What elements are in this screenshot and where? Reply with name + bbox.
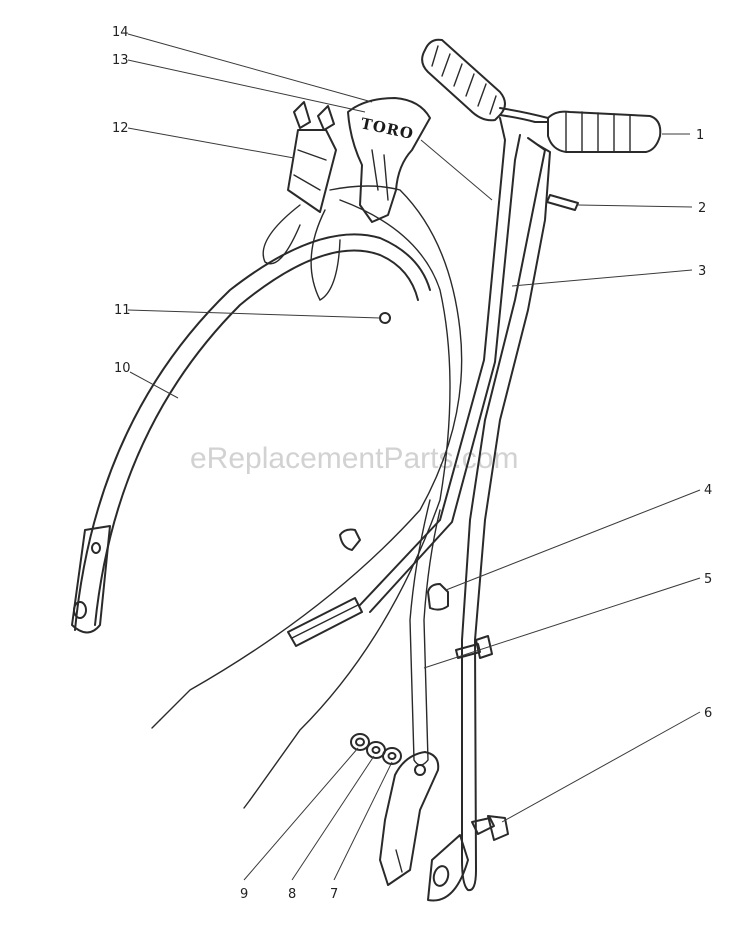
callout-7: 7 [330,887,338,902]
watermark-text: eReplacementParts.com [190,442,518,475]
part-bail [71,233,431,634]
callout-3: 3 [698,264,706,279]
part-clip-nut [379,312,391,324]
callout-labels: 14 13 12 11 10 1 2 3 4 5 6 7 8 9 [112,25,712,902]
callout-4: 4 [704,483,712,498]
callout-8: 8 [288,887,296,902]
part-control-housing: TORO [347,97,431,223]
part-bolt-5 [455,635,493,659]
callout-1: 1 [696,128,704,143]
part-cables [151,185,463,809]
part-control-levers [287,101,337,213]
callout-14: 14 [112,25,129,40]
callout-11: 11 [114,303,131,318]
callout-5: 5 [704,572,712,587]
part-handle-bars [287,117,551,902]
callout-12: 12 [112,121,129,136]
callout-10: 10 [114,361,131,376]
part-bushing [339,528,449,611]
callout-13: 13 [112,53,129,68]
part-bolt-6 [471,815,509,841]
brand-label: TORO [359,114,415,143]
callout-2: 2 [698,201,706,216]
leader-lines [127,33,701,881]
callout-6: 6 [704,706,712,721]
part-handle-grips [421,38,662,153]
part-hardware [350,733,440,886]
part-pin [546,194,579,211]
callout-9: 9 [240,887,248,902]
